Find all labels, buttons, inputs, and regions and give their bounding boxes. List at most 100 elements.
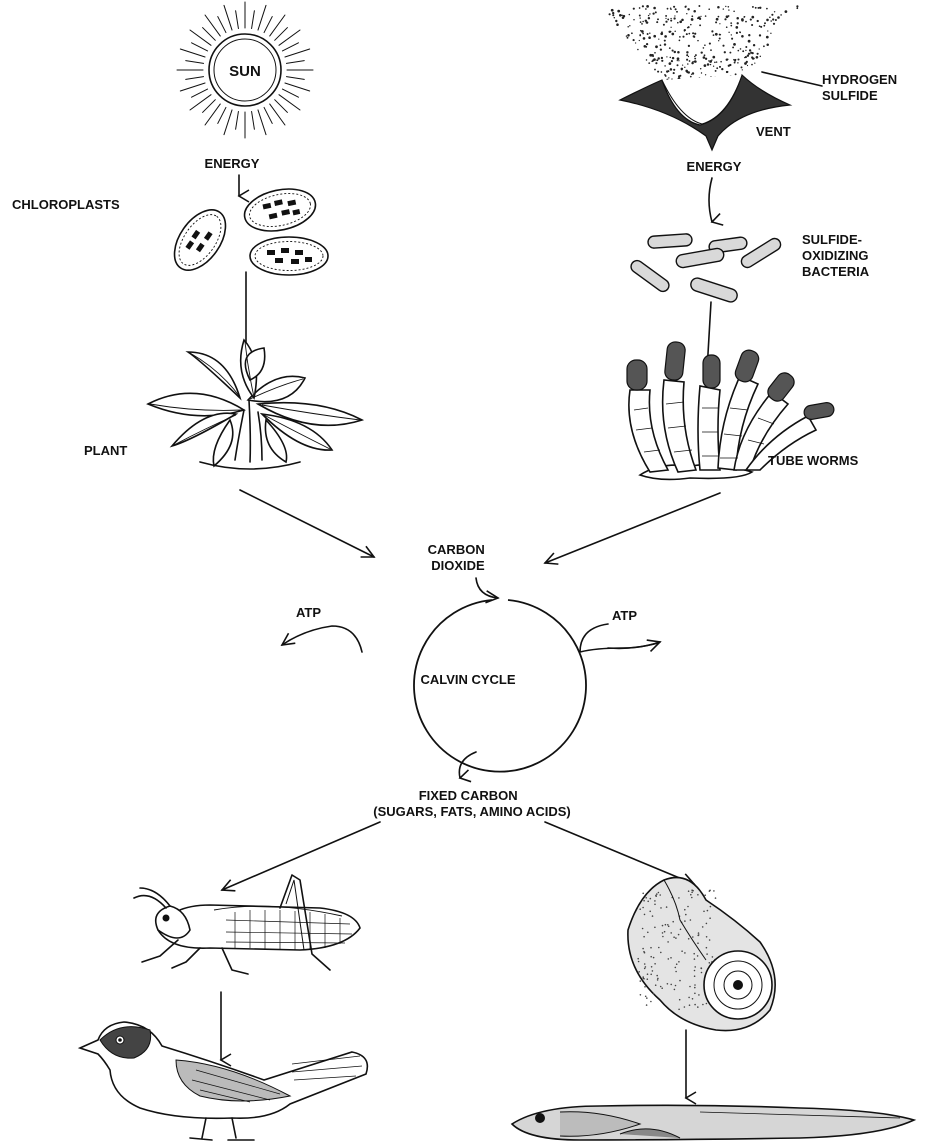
plume-dot bbox=[623, 15, 626, 18]
plume-dot bbox=[667, 18, 669, 20]
shell-dot bbox=[642, 928, 644, 930]
shell-dot bbox=[692, 998, 694, 1000]
plume-dot bbox=[617, 10, 620, 13]
plume-dot bbox=[619, 14, 622, 17]
shell-dot bbox=[664, 931, 666, 933]
plume-dot bbox=[694, 33, 696, 35]
plume-dot bbox=[664, 35, 667, 38]
shell-dot bbox=[662, 932, 664, 934]
plume-dot bbox=[718, 40, 719, 41]
plume-dot bbox=[648, 62, 650, 64]
plume-dot bbox=[669, 62, 672, 65]
plume-dot bbox=[653, 58, 656, 61]
plume-dot bbox=[677, 60, 678, 61]
plume-dot bbox=[705, 58, 707, 60]
plume-dot bbox=[688, 71, 690, 73]
plume-dot bbox=[687, 8, 689, 10]
plume-dot bbox=[688, 56, 689, 57]
shell-dot bbox=[654, 904, 656, 906]
plume-dot bbox=[745, 21, 747, 23]
shell-dot bbox=[697, 955, 699, 957]
shell-dot bbox=[691, 892, 693, 894]
plume-dot bbox=[703, 47, 705, 49]
plume-dot bbox=[714, 62, 716, 64]
plume-dot bbox=[710, 64, 711, 65]
shell-dot bbox=[654, 963, 656, 965]
plume-dot bbox=[653, 35, 656, 38]
shell-dot bbox=[702, 1004, 704, 1006]
plume-dot bbox=[661, 57, 663, 59]
plume-dot bbox=[774, 11, 775, 12]
sun-label: SUN bbox=[229, 63, 261, 80]
plume-dot bbox=[710, 49, 712, 51]
shell-dot bbox=[656, 975, 658, 977]
plume-dot bbox=[649, 13, 650, 14]
plume-dot bbox=[682, 36, 684, 38]
plume-dot bbox=[763, 45, 765, 47]
fixed-carbon-label: FIXED CARBON (SUGARS, FATS, AMINO ACIDS) bbox=[373, 788, 570, 819]
plant-label: PLANT bbox=[84, 443, 127, 458]
shell-dot bbox=[665, 924, 667, 926]
plume-dot bbox=[677, 57, 680, 60]
shell-dot bbox=[644, 963, 646, 965]
plume-dot bbox=[694, 56, 696, 58]
plume-dot bbox=[633, 8, 635, 10]
shell-dot bbox=[712, 956, 714, 958]
plume-dot bbox=[670, 57, 672, 59]
plume-dot bbox=[701, 72, 702, 73]
shell-dot bbox=[678, 961, 680, 963]
plume-dot bbox=[678, 60, 679, 61]
shell-dot bbox=[694, 1004, 696, 1006]
plume-dot bbox=[772, 18, 774, 20]
plume-dot bbox=[691, 15, 693, 17]
plume-dot bbox=[785, 10, 788, 13]
shell-dot bbox=[642, 893, 644, 895]
plume-dot bbox=[673, 72, 675, 74]
bacteria-label-line-3: BACTERIA bbox=[802, 264, 870, 279]
shell-dot bbox=[637, 958, 639, 960]
sun-ray bbox=[203, 28, 216, 41]
plume-dot bbox=[690, 24, 692, 26]
plume-dot bbox=[722, 45, 724, 47]
shell-dot bbox=[660, 907, 662, 909]
shell-dot bbox=[688, 997, 690, 999]
shell-dot bbox=[647, 901, 649, 903]
plume-dot bbox=[670, 20, 672, 22]
shell-dot bbox=[684, 1006, 686, 1008]
plume-dot bbox=[656, 59, 658, 61]
sun-ray bbox=[286, 61, 304, 64]
plume-dot bbox=[744, 62, 747, 65]
shell-dot bbox=[659, 894, 661, 896]
plume-dot bbox=[736, 17, 739, 20]
plume-dot bbox=[709, 43, 711, 45]
worms-to-cycle-arrow bbox=[545, 493, 720, 563]
plume-dot bbox=[728, 32, 729, 33]
shell-dot bbox=[638, 971, 640, 973]
sun-ray bbox=[218, 17, 226, 33]
shell-dot bbox=[706, 1003, 708, 1005]
plume-dot bbox=[770, 33, 771, 34]
shell-dot bbox=[673, 936, 675, 938]
plume-dot bbox=[726, 58, 728, 60]
shell-dot bbox=[640, 980, 642, 982]
plume-dot bbox=[639, 34, 641, 36]
shell-dot bbox=[644, 968, 646, 970]
shell-dot bbox=[640, 994, 642, 996]
plume-dot bbox=[728, 9, 729, 10]
fixed-carbon-line-2: (SUGARS, FATS, AMINO ACIDS) bbox=[373, 804, 570, 819]
shell-dot bbox=[691, 889, 693, 891]
vent-label: VENT bbox=[756, 124, 791, 139]
shell-dot bbox=[706, 953, 708, 955]
shell-dot bbox=[670, 932, 672, 934]
plume-dot bbox=[646, 5, 649, 8]
plume-dot bbox=[612, 12, 614, 14]
plume-dot bbox=[661, 71, 663, 73]
energy-label-right: ENERGY bbox=[687, 159, 742, 174]
plume-dot bbox=[697, 40, 699, 42]
energy-arrow-right bbox=[709, 178, 712, 222]
plume-dot bbox=[679, 36, 681, 38]
plume-dot bbox=[654, 69, 656, 71]
sun-ray bbox=[252, 11, 255, 29]
plume-dot bbox=[615, 20, 617, 22]
atp-label-left: ATP bbox=[296, 605, 321, 620]
